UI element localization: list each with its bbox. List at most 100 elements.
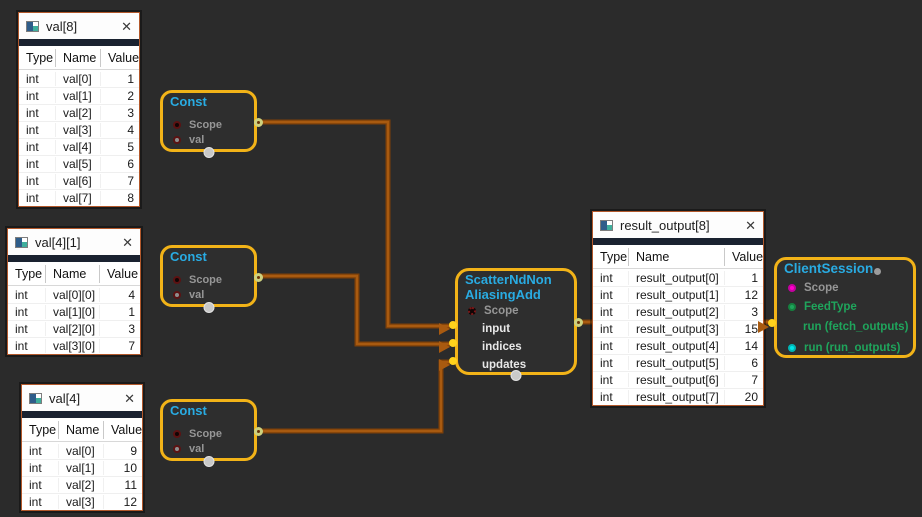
col-value: Value — [732, 249, 764, 264]
table-cell: val[2] — [59, 478, 104, 492]
node-scatter-nd-non-aliasing-add[interactable]: ScatterNdNon AliasingAdd Scope input ind… — [439, 268, 583, 381]
port-label: Scope — [804, 281, 839, 294]
port-row-scope: Scope — [173, 118, 222, 132]
table-cell: result_output[6] — [629, 373, 725, 387]
table-title: val[8] — [46, 18, 78, 34]
wire-const1-to-input[interactable] — [257, 119, 450, 329]
table-titlebar[interactable]: val[8] ✕ — [19, 13, 139, 39]
table-cell: result_output[5] — [629, 356, 725, 370]
val-port-icon[interactable] — [173, 136, 181, 144]
col-value: Value — [111, 422, 143, 437]
table-title: result_output[8] — [620, 217, 710, 233]
table-cell: int — [19, 174, 56, 188]
table-cell: val[2][0] — [46, 322, 100, 336]
feedtype-port-icon[interactable] — [788, 302, 796, 311]
table-titlebar[interactable]: val[4][1] ✕ — [8, 229, 140, 255]
table-cell: int — [19, 191, 56, 205]
output-port[interactable] — [254, 118, 263, 127]
scope-port-icon[interactable] — [173, 430, 181, 438]
table-cell: 12 — [744, 288, 758, 302]
close-icon[interactable]: ✕ — [121, 18, 132, 34]
table-cell: 1 — [128, 305, 135, 319]
table-cell: int — [22, 495, 59, 509]
table-cell: val[1][0] — [46, 305, 100, 319]
port-row-val: val — [173, 288, 204, 302]
bottom-port[interactable] — [203, 147, 214, 158]
updates-port[interactable] — [449, 357, 457, 365]
output-port[interactable] — [254, 273, 263, 282]
node-title-line1: ScatterNdNon — [465, 272, 552, 287]
table-cell: 10 — [123, 461, 137, 475]
port-row-scope: Scope — [788, 280, 839, 295]
node-const-1[interactable]: Const Scope val — [160, 90, 263, 158]
port-row-run-fetch-outputs: run (fetch_outputs) — [803, 319, 908, 334]
table-cell: int — [19, 71, 56, 86]
scope-port-icon[interactable] — [173, 276, 181, 284]
table-cell: val[6] — [56, 174, 101, 188]
bottom-port[interactable] — [510, 370, 522, 381]
table-icon — [26, 20, 39, 32]
scope-port-icon[interactable] — [468, 307, 476, 315]
close-icon[interactable]: ✕ — [124, 390, 135, 406]
val-port-icon[interactable] — [173, 445, 181, 453]
table-strip — [22, 411, 142, 418]
table-titlebar[interactable]: result_output[8] ✕ — [593, 212, 763, 238]
col-name: Name — [46, 264, 100, 283]
port-label: Scope — [189, 428, 223, 440]
output-port[interactable] — [574, 318, 583, 327]
port-label: indices — [482, 341, 522, 353]
port-row-updates: updates — [482, 358, 526, 372]
port-row-indices: indices — [482, 340, 522, 354]
table-cell: int — [593, 373, 629, 387]
bottom-port[interactable] — [203, 456, 214, 467]
close-icon[interactable]: ✕ — [122, 234, 133, 250]
table-cell: val[0] — [59, 443, 104, 458]
port-row-scope: Scope — [468, 304, 519, 318]
scope-port-icon[interactable] — [788, 283, 796, 292]
table-cell: 20 — [744, 390, 758, 404]
table-titlebar[interactable]: val[4] ✕ — [22, 385, 142, 411]
table-cell: result_output[7] — [629, 390, 725, 404]
title-dot-icon — [874, 268, 881, 275]
table-cell: int — [593, 356, 629, 370]
table-cell: val[7] — [56, 191, 101, 205]
table-cell: val[0] — [56, 71, 101, 86]
table-cell: val[3] — [59, 495, 104, 509]
node-client-session[interactable]: ClientSession Scope FeedType run (fetch_… — [758, 257, 916, 358]
wire-const2-to-indices[interactable] — [257, 273, 450, 347]
table-header: Type Name Value — [22, 418, 142, 442]
node-const-3[interactable]: Const Scope val — [160, 399, 263, 467]
table-cell: 2 — [127, 89, 134, 103]
table-cell: 8 — [127, 191, 134, 205]
val-port-icon[interactable] — [173, 291, 181, 299]
wire-const3-to-updates[interactable] — [257, 359, 450, 434]
table-cell: 6 — [127, 157, 134, 171]
scope-port-icon[interactable] — [173, 121, 181, 129]
col-value: Value — [108, 50, 140, 65]
table-cell: val[0][0] — [46, 287, 100, 302]
table-cell: int — [19, 123, 56, 137]
run-outputs-port-icon[interactable] — [788, 343, 796, 352]
table-header: Type Name Value — [19, 46, 139, 70]
node-const-2[interactable]: Const Scope val — [160, 245, 263, 313]
bottom-port[interactable] — [203, 302, 214, 313]
input-port[interactable] — [449, 321, 457, 329]
port-label: Scope — [189, 119, 223, 131]
output-port[interactable] — [254, 427, 263, 436]
table-icon — [29, 392, 42, 404]
close-icon[interactable]: ✕ — [745, 217, 756, 233]
run-fetch-outputs-port[interactable] — [768, 319, 776, 327]
indices-port[interactable] — [449, 339, 457, 347]
